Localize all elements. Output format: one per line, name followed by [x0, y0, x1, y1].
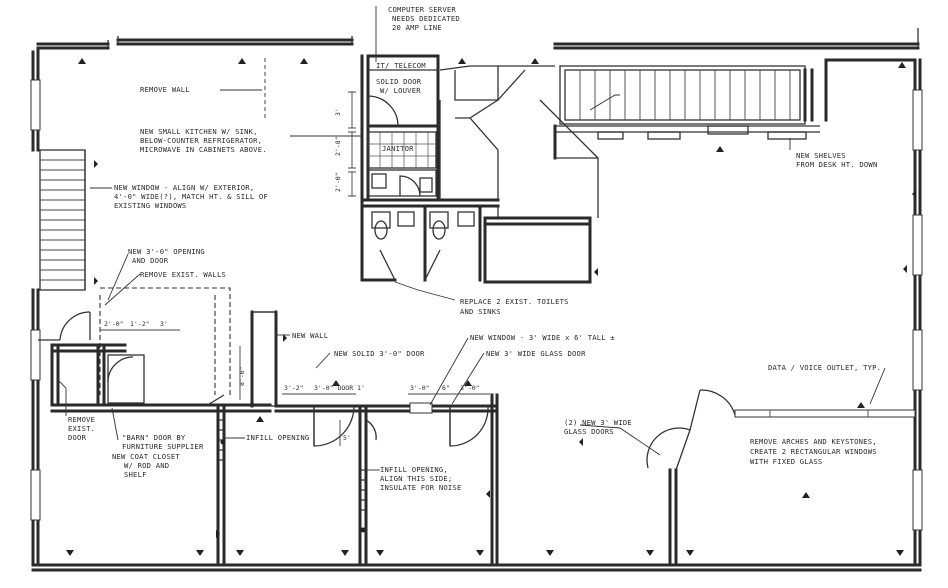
new-window-note: NEW WINDOW - ALIGN W/ EXTERIOR,4'-0" WID… [114, 183, 268, 210]
top-stair [553, 58, 917, 160]
dim-label: 3'-0" [460, 384, 480, 392]
new-glass-door-note: NEW 3' WIDE GLASS DOOR [486, 349, 586, 358]
remove-walls-note: REMOVE EXIST. WALLS [140, 270, 226, 279]
central-core [360, 54, 599, 284]
data-voice-note: DATA / VOICE OUTLET, TYP. [768, 363, 881, 372]
outlet-markers [66, 58, 916, 556]
dim-label: 2'-0" [334, 172, 342, 192]
exterior-walls [30, 28, 923, 572]
dim-label: 3'-2" [284, 384, 304, 392]
left-offices [38, 287, 499, 567]
dim-label: 3'-0" DOOR 1' [314, 384, 365, 392]
leader-lines [57, 6, 886, 471]
dim-label: 3' [334, 108, 342, 116]
right-office [646, 389, 916, 567]
dim-label: 2'-8" [334, 136, 342, 156]
infill-opening-note: INFILL OPENING [246, 433, 309, 442]
new-window-3x6-note: NEW WINDOW - 3' WIDE x 6' TALL ± [470, 333, 615, 342]
dim-label: 3'-0" [410, 384, 430, 392]
new-solid-door-note: NEW SOLID 3'-0" DOOR [334, 349, 425, 358]
dim-label: 6" [442, 384, 450, 392]
remove-arches-note: REMOVE ARCHES AND KEYSTONES,CREATE 2 REC… [750, 437, 877, 466]
dimension-labels: 3' 2'-8" 2'-0" 2'-0" 1'-2" 3' 8'-0" 3'-2… [104, 108, 480, 442]
it-telecom-label: IT/ TELECOM [376, 61, 426, 70]
kitchen-note: NEW SMALL KITCHEN W/ SINK,BELOW-COUNTER … [140, 127, 267, 154]
new-wall-note: NEW WALL [292, 331, 328, 340]
janitor-label: JANITOR [382, 144, 414, 153]
dim-label: 5' [343, 434, 351, 442]
dimension-lines [100, 91, 490, 446]
infill-align-note: INFILL OPENING,ALIGN THIS SIDE;INSULATE … [380, 465, 462, 492]
dim-label: 8'-0" [238, 366, 246, 386]
dim-label: 2'-0" [104, 320, 124, 328]
dim-label: 3' [160, 320, 168, 328]
remove-wall-note: REMOVE WALL [140, 85, 190, 94]
dim-label: 1'-2" [130, 320, 150, 328]
left-stair [39, 149, 86, 291]
